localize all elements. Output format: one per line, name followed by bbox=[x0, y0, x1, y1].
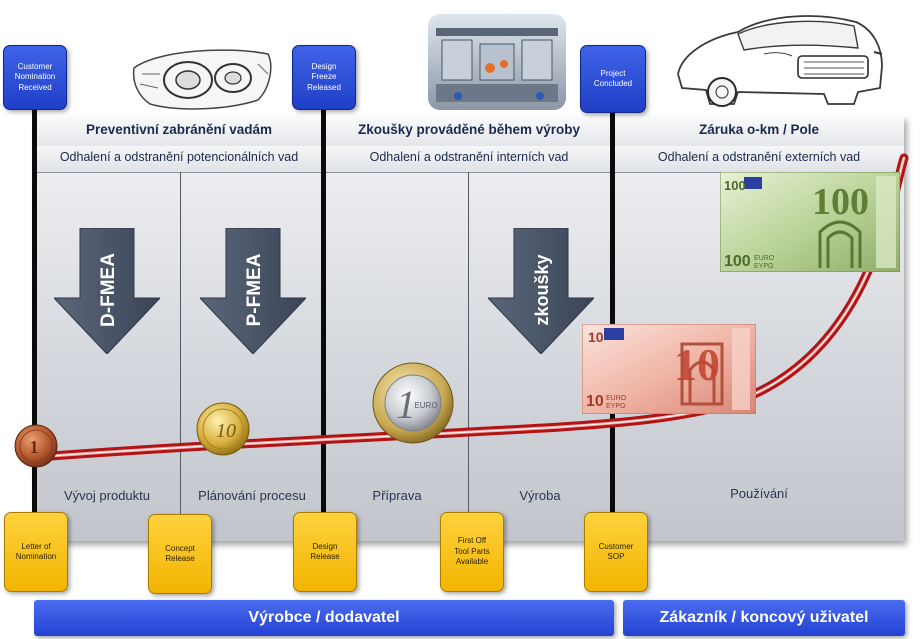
coin-10c-value: 10 bbox=[216, 420, 236, 442]
section-header-warranty: Záruka o-km / Pole bbox=[698, 122, 820, 137]
milestone-line-2: Concluded bbox=[593, 79, 633, 88]
banknote-10-euro: 10 10 10 EURO EYPΩ bbox=[582, 324, 756, 414]
phase-preparation: Příprava bbox=[372, 488, 422, 503]
phase-process-planning: Plánování procesu bbox=[198, 488, 306, 503]
milestone-line-1: First Off bbox=[457, 536, 487, 546]
note-10-big-value: 10 bbox=[674, 339, 720, 390]
milestone-line-2: SOP bbox=[607, 552, 625, 561]
phase-usage: Používání bbox=[730, 486, 788, 501]
section-header-production-tests: Zkoušky prováděné během výroby bbox=[357, 122, 581, 137]
coin-1-cent: 1 bbox=[14, 424, 58, 468]
bar-customer-end-user: Zákazník / koncový uživatel bbox=[623, 600, 905, 636]
note-100-corner-value: 100 bbox=[724, 178, 746, 193]
milestone-line-2: Tool Parts bbox=[454, 546, 490, 556]
milestone-line-1: Customer bbox=[17, 61, 53, 71]
section-sub-potential-defects: Odhalení a odstranění potencionálních va… bbox=[59, 150, 299, 164]
milestone-line-3: Available bbox=[455, 557, 489, 567]
arrow-label-d-fmea: D-FMEA bbox=[98, 253, 119, 327]
arrow-zkousky: zkoušky bbox=[488, 228, 594, 354]
arrow-label-zkousky: zkoušky bbox=[532, 254, 552, 325]
arrow-d-fmea: D-FMEA bbox=[54, 228, 160, 354]
milestone-line-3: Received bbox=[18, 82, 52, 92]
milestone-line-2: Release bbox=[310, 552, 340, 561]
coin-1c-value: 1 bbox=[30, 437, 39, 457]
car-sketch-icon bbox=[677, 15, 883, 107]
milestone-line-1: Project bbox=[600, 68, 626, 78]
coin-1-euro: 1 EURO bbox=[372, 362, 454, 444]
arrow-p-fmea: P-FMEA bbox=[200, 228, 306, 354]
phase-product-development: Vývoj produktu bbox=[64, 488, 150, 503]
banknote-100-euro: 100 100 100 EURO EYPΩ bbox=[720, 172, 900, 272]
note-100-unit-greek: EYPΩ bbox=[754, 263, 773, 270]
subheader-row bbox=[34, 146, 904, 173]
phase-divider-concept bbox=[180, 172, 181, 518]
milestone-line-1: Design bbox=[312, 541, 338, 551]
coin-1e-value: 1 bbox=[396, 382, 416, 427]
coin-10-cent: 10 bbox=[196, 402, 250, 456]
note-10-corner-value: 10 bbox=[588, 329, 604, 345]
phase-production: Výroba bbox=[519, 488, 561, 503]
note-10-unit-greek: EYPΩ bbox=[606, 403, 625, 410]
note-100-bottom-value: 100 bbox=[724, 253, 751, 270]
milestone-line-design-freeze bbox=[321, 108, 326, 518]
note-100-unit: EURO bbox=[754, 255, 775, 262]
milestone-line-2: Freeze bbox=[311, 72, 337, 82]
milestone-line-nomination bbox=[32, 108, 37, 518]
section-header-prevention: Preventivní zabránění vadám bbox=[85, 122, 273, 137]
milestone-line-project-concluded bbox=[610, 108, 615, 518]
phase-divider-first-off bbox=[468, 172, 469, 518]
milestone-line-1: Concept bbox=[165, 543, 195, 553]
note-100-big-value: 100 bbox=[812, 181, 869, 223]
milestone-line-1: Letter of bbox=[21, 541, 51, 551]
bar-manufacturer-supplier: Výrobce / dodavatel bbox=[34, 600, 614, 636]
note-10-bottom-value: 10 bbox=[586, 393, 604, 410]
factory-photo-icon bbox=[428, 14, 566, 110]
milestone-line-1: Customer bbox=[598, 541, 634, 551]
headlamp-sketch-icon bbox=[132, 49, 272, 110]
milestone-line-2: Release bbox=[165, 554, 195, 563]
milestone-line-3: Released bbox=[307, 82, 341, 92]
coin-1e-unit: EURO bbox=[414, 401, 437, 410]
section-sub-internal-defects: Odhalení a odstranění interních vad bbox=[369, 150, 569, 164]
note-10-unit: EURO bbox=[606, 395, 627, 402]
arrow-label-p-fmea: P-FMEA bbox=[244, 253, 265, 326]
section-sub-external-defects: Odhalení a odstranění externích vad bbox=[657, 150, 861, 164]
milestone-line-2: Nomination bbox=[14, 72, 56, 82]
milestone-line-2: Nomination bbox=[15, 552, 57, 561]
milestone-line-1: Design bbox=[311, 61, 337, 71]
